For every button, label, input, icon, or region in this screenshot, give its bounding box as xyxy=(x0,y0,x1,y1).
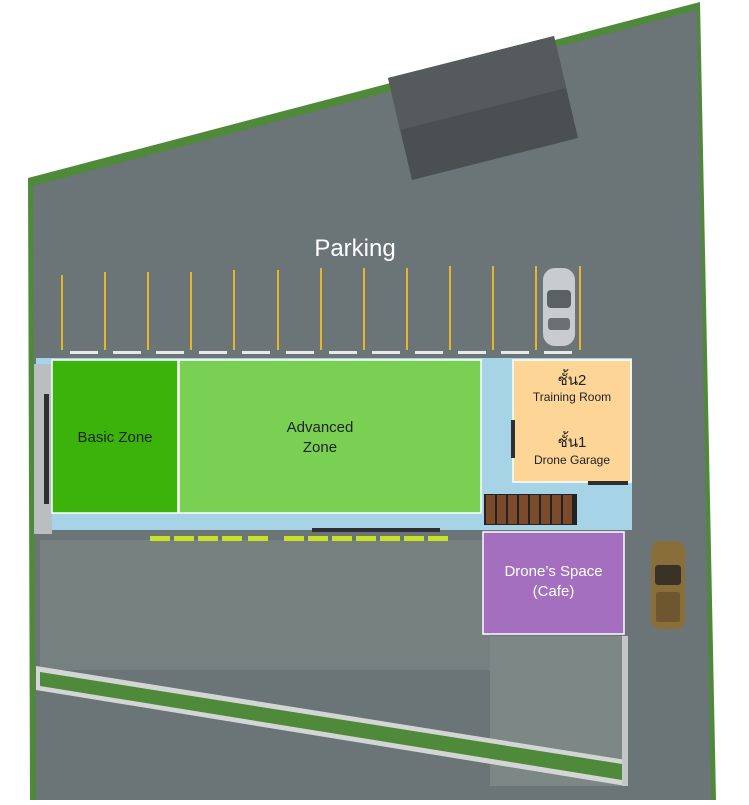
parking-stops xyxy=(70,351,572,354)
room-wall xyxy=(511,420,515,458)
stairs xyxy=(484,494,577,525)
advanced-zone xyxy=(178,359,482,514)
right-curb xyxy=(622,636,628,786)
advanced-zone-label-line2: Zone xyxy=(302,439,338,456)
cafe-block xyxy=(482,531,625,635)
drone-garage-label: Drone Garage xyxy=(533,453,611,467)
bottom-grass-strip xyxy=(40,672,622,780)
training-room-block xyxy=(512,359,632,483)
cafe-label-line1: Drone’s Space xyxy=(504,563,603,580)
parking-lines xyxy=(61,266,581,350)
benches xyxy=(150,536,448,541)
platform-edge xyxy=(312,528,440,532)
left-walkway xyxy=(34,364,52,534)
floor2-label: ชั้น2 xyxy=(557,372,587,389)
silver-car-icon xyxy=(543,268,575,346)
cafe-label-line2: (Cafe) xyxy=(532,583,575,600)
advanced-zone-label-line1: Advanced xyxy=(286,419,354,436)
lower-pavement xyxy=(40,540,490,670)
parking-label: Parking xyxy=(314,235,396,262)
training-room-label: Training Room xyxy=(532,390,612,404)
room-wall-bottom xyxy=(588,481,628,485)
floor1-label: ชั้น1 xyxy=(557,434,587,451)
basic-zone-label: Basic Zone xyxy=(77,429,153,446)
left-wall xyxy=(44,394,49,504)
gold-car-icon xyxy=(651,541,685,629)
roof-ridge xyxy=(388,36,566,130)
basic-zone xyxy=(51,359,179,514)
